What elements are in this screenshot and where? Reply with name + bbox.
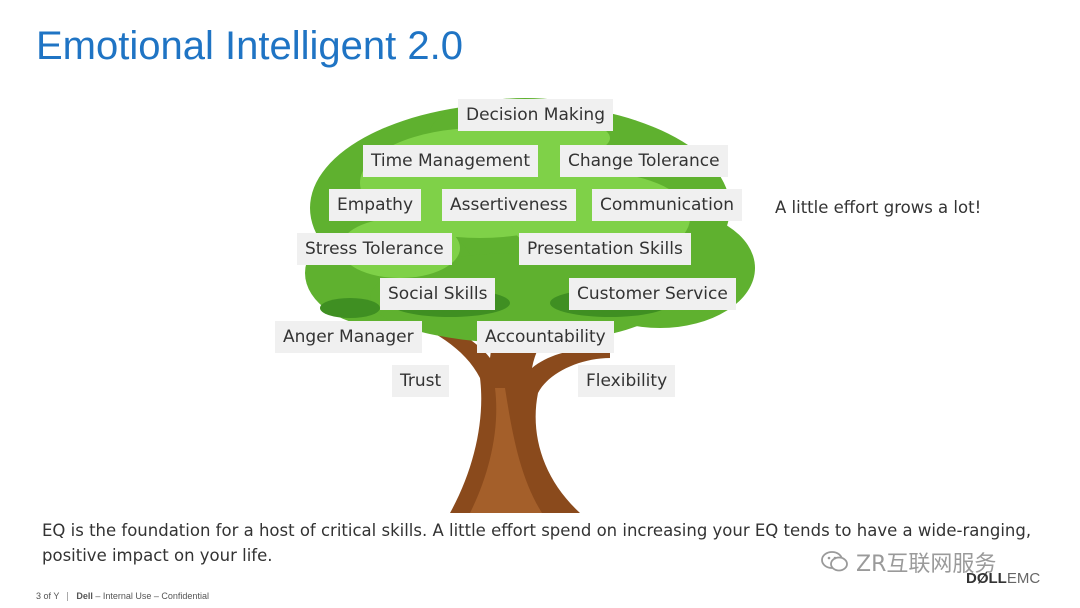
tagline: A little effort grows a lot! (775, 198, 982, 217)
slide-title: Emotional Intelligent 2.0 (36, 24, 463, 68)
skill-label-accountability: Accountability (477, 321, 614, 353)
skill-label-empathy: Empathy (329, 189, 422, 221)
watermark-text: ZR互联网服务 (856, 552, 997, 577)
skill-label-anger-manager: Anger Manager (275, 321, 422, 353)
footer-classification: – Internal Use – Confidential (92, 591, 209, 601)
emc-logo-text: EMC (1006, 570, 1041, 587)
watermark: ZR互联网服务 (820, 546, 996, 578)
dell-logo-text: DØLL (966, 570, 1007, 587)
footer: 3 of Y Dell – Internal Use – Confidential (36, 591, 209, 602)
skill-label-assertiveness: Assertiveness (442, 189, 576, 221)
footer-divider (67, 592, 69, 602)
page-number: 3 of Y (36, 591, 60, 601)
skill-label-social-skills: Social Skills (380, 278, 496, 310)
skill-label-presentation-skills: Presentation Skills (519, 233, 691, 265)
skill-label-time-management: Time Management (363, 145, 538, 177)
skill-label-communication: Communication (592, 189, 742, 221)
dell-emc-logo: DØLLEMC (966, 570, 1040, 587)
skill-label-flexibility: Flexibility (578, 365, 676, 397)
skill-label-change-tolerance: Change Tolerance (560, 145, 728, 177)
body-text: EQ is the foundation for a host of criti… (42, 521, 1032, 565)
skill-label-decision-making: Decision Making (458, 99, 613, 131)
wechat-icon (821, 551, 848, 572)
skill-label-customer-service: Customer Service (569, 278, 736, 310)
skill-label-trust: Trust (392, 365, 450, 397)
skill-label-stress-tolerance: Stress Tolerance (297, 233, 452, 265)
footer-brand: Dell (76, 591, 93, 601)
